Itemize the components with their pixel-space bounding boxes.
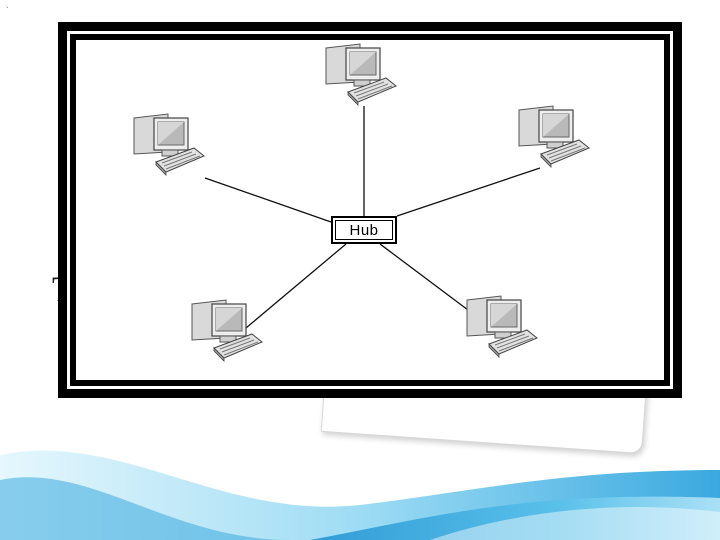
computer-icon <box>326 44 396 105</box>
link-lower-left <box>246 244 346 328</box>
link-upper-right <box>397 168 540 216</box>
link-upper-left <box>205 178 331 222</box>
computer-icon <box>134 114 204 175</box>
computer-icon <box>467 296 537 357</box>
hub-label: Hub <box>335 220 393 240</box>
hub-node: Hub <box>331 216 397 244</box>
computer-icon <box>519 106 589 167</box>
computer-icon <box>192 300 262 361</box>
